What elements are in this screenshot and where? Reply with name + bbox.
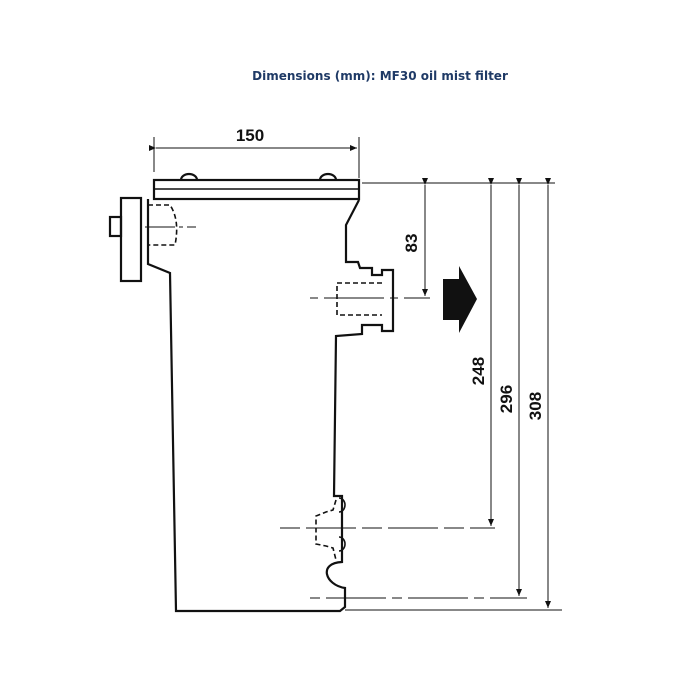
dim-mount-height: 296 (497, 385, 516, 413)
diagram-title: Dimensions (mm): MF30 oil mist filter (252, 69, 508, 83)
dim-inlet-height: 83 (402, 234, 421, 253)
dim-width: 150 (236, 126, 264, 145)
dim-drain-height: 248 (469, 357, 488, 385)
airflow-arrow-icon (443, 266, 477, 333)
center-lines (145, 137, 562, 611)
dimension-arrows (149, 145, 551, 608)
dim-total-height: 308 (526, 392, 545, 420)
hidden-lines (148, 204, 382, 561)
filter-body-outline (108, 172, 395, 613)
